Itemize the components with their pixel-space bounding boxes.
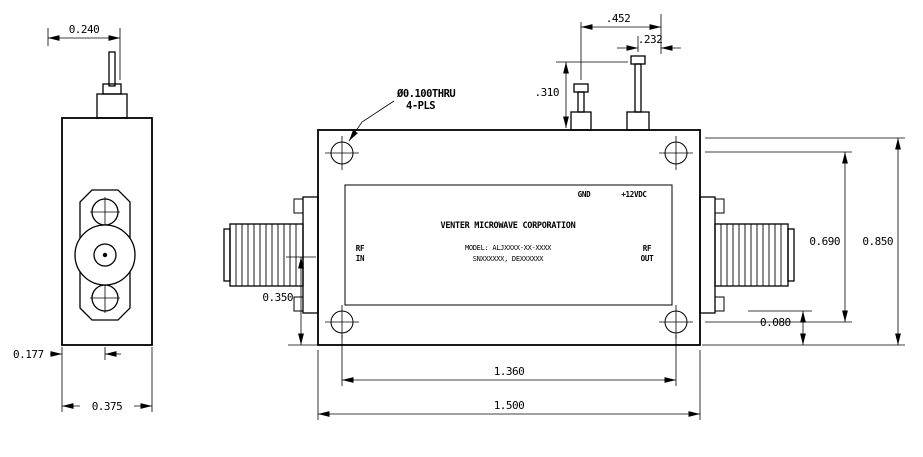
connector-threads <box>720 224 782 286</box>
pin-cap <box>573 83 589 93</box>
dim-body-width: 1.500 <box>317 350 701 420</box>
dim-pin-height-label: .310 <box>535 86 560 99</box>
connector-barrel <box>229 223 304 287</box>
dim-end-width: 0.375 <box>61 347 153 413</box>
svg-text:RF: RF <box>356 244 365 253</box>
dim-pin-width: 0.240 <box>47 23 121 80</box>
svg-text:RF: RF <box>643 244 652 253</box>
gnd-label: GND <box>578 190 591 199</box>
dim-edge-margin: 0.080 <box>748 310 812 345</box>
dim-body-height-label: 0.850 <box>862 235 893 248</box>
mounting-hole-top-left <box>325 136 359 170</box>
connector-endcap <box>787 228 795 282</box>
pin-shaft <box>108 51 116 87</box>
company-label: VENTER MICROWAVE CORPORATION <box>441 221 576 231</box>
sma-center-pin <box>102 252 108 258</box>
vdc-label: +12VDC <box>621 190 646 199</box>
dim-hole-span-v-label: 0.690 <box>809 235 840 248</box>
flange-screw-bottom-cross <box>90 283 120 313</box>
mounting-hole-bottom-right <box>659 305 693 339</box>
pin-base <box>626 111 650 131</box>
dim-end-width-label: 0.375 <box>92 400 123 413</box>
sma-dielectric <box>93 243 117 267</box>
rf-in-label: RF IN <box>356 244 366 263</box>
pin-shaft <box>634 63 642 113</box>
end-view-feedthru-pin <box>96 51 128 119</box>
hole-callout-line2: 4-PLS <box>406 100 435 112</box>
connector-backplate <box>302 196 319 314</box>
connector-tab-bottom <box>293 296 304 312</box>
pin-cap <box>630 55 646 65</box>
connector-tab-top <box>293 198 304 214</box>
end-view: 0.240 0.177 0.375 <box>13 23 153 413</box>
connector-barrel <box>714 223 789 287</box>
sma-connector-right <box>699 196 795 314</box>
model-label: MODEL: ALJXXXX-XX-XXXX <box>465 244 552 252</box>
dim-pin-height: .310 <box>535 61 628 128</box>
pin-base <box>570 111 592 131</box>
dim-hole-span-v: 0.690 <box>705 151 852 323</box>
sma-connector-left <box>223 196 319 314</box>
serial-label: SNXXXXXX, DEXXXXXX <box>473 255 545 263</box>
connector-endcap <box>223 228 231 282</box>
dim-center-height-label: 0.350 <box>262 291 293 304</box>
mounting-hole-bottom-left <box>325 305 359 339</box>
connector-tab-bottom <box>714 296 725 312</box>
dim-body-height: 0.850 <box>702 137 905 346</box>
dim-hole-span-h: 1.360 <box>341 335 677 386</box>
dim-pin-span: .452 <box>580 12 662 80</box>
svg-text:OUT: OUT <box>641 254 654 263</box>
connector-threads <box>235 224 297 286</box>
dim-pin-offset: .232 <box>617 33 681 52</box>
front-view: GND +12VDC VENTER MICROWAVE CORPORATION … <box>223 12 905 420</box>
dim-center-height: 0.350 <box>262 256 318 346</box>
dim-offset-left-label: 0.177 <box>13 348 44 361</box>
dim-pin-width-label: 0.240 <box>69 23 100 36</box>
dim-body-width-label: 1.500 <box>494 399 525 412</box>
mounting-hole-top-right <box>659 136 693 170</box>
dim-pin-offset-label: .232 <box>638 33 663 46</box>
svg-text:IN: IN <box>356 254 365 263</box>
pin-base <box>96 93 128 119</box>
connector-backplate <box>699 196 716 314</box>
connector-tab-top <box>714 198 725 214</box>
vdc-feedthru-pin <box>626 55 650 131</box>
dim-offset-left: 0.177 <box>13 347 121 361</box>
flange-screw-top-cross <box>90 197 120 227</box>
hole-callout-line1: Ø0.100THRU <box>396 88 455 100</box>
hole-callout: Ø0.100THRU 4-PLS <box>348 88 456 142</box>
label-plate-outline <box>344 184 673 306</box>
rf-out-label: RF OUT <box>641 244 655 263</box>
dim-pin-span-label: .452 <box>606 12 631 25</box>
gnd-feedthru-pin <box>570 83 592 131</box>
pin-shaft <box>577 91 585 113</box>
dim-edge-margin-label: 0.080 <box>760 316 791 329</box>
dim-hole-span-h-label: 1.360 <box>494 365 525 378</box>
end-view-sma-flange <box>74 189 136 321</box>
front-view-body-outline <box>317 129 701 346</box>
